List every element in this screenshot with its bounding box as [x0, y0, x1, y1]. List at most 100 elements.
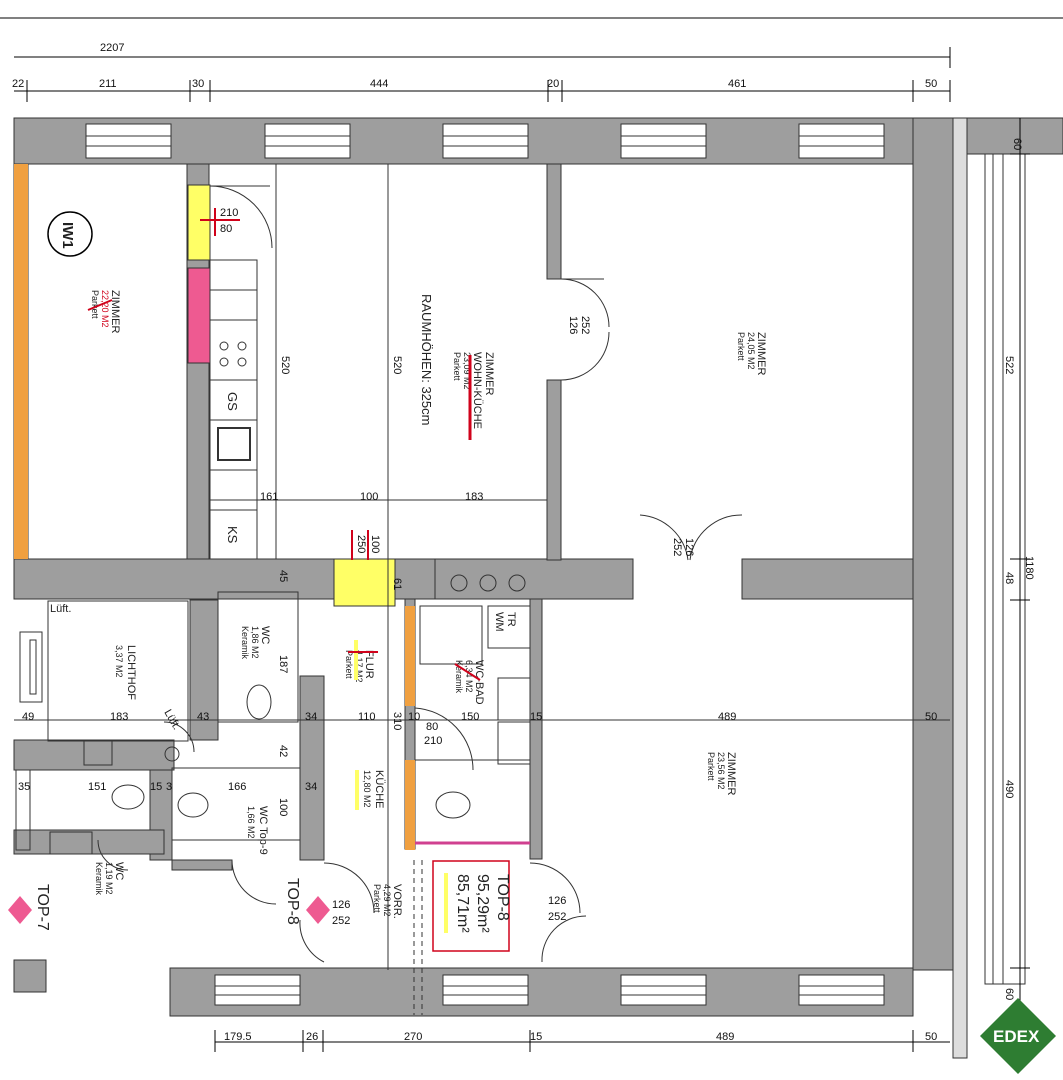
dim-bottom-1: 26	[306, 1031, 318, 1043]
flur-area: 4,17 M2	[354, 650, 364, 683]
top-dimensions: 2207 22 211 30 444 20 461 50	[12, 42, 951, 102]
pink-wall	[187, 267, 211, 364]
dim-row-5: 10	[408, 711, 420, 723]
dim-top-6: 50	[925, 78, 937, 90]
room-right-bottom-floor: Parkett	[706, 752, 716, 781]
wc1-name: WC	[259, 626, 271, 644]
dim-row-6: 80	[426, 721, 438, 733]
wc1-label: WC 1,86 M2 Keramik	[240, 626, 271, 660]
orange-wall-kitchen	[405, 760, 415, 850]
dim-right-4: 60	[1003, 988, 1015, 1000]
dim-bottom-2: 270	[404, 1031, 422, 1043]
dim-right-1: 522	[1003, 356, 1015, 374]
bad-name: WC-BAD	[473, 660, 485, 705]
room-left-area: 22,20 M2	[100, 290, 110, 328]
dim-row-10: 50	[925, 711, 937, 723]
summary-box: TOP-8 95,29m² 85,71m²	[432, 860, 511, 952]
vorraum-name: VORR.	[391, 884, 403, 919]
lichthof-label: LICHTHOF 3,37 M2	[114, 645, 137, 700]
dim-lower-2: 15	[150, 781, 162, 793]
interior-lines	[14, 164, 950, 1015]
dim-row-9: 489	[718, 711, 736, 723]
edex-logo: EDEX	[980, 998, 1056, 1074]
dim-row-7: 150	[461, 711, 479, 723]
vorraum-area: 4,29 M2	[382, 884, 392, 917]
door-small-0: 210	[220, 207, 238, 219]
dim-top-5: 461	[728, 78, 746, 90]
flur-floor: Parkett	[344, 650, 354, 679]
dim-top-2: 30	[192, 78, 204, 90]
door-4: 126	[548, 895, 566, 907]
dim-top-3: 444	[370, 78, 388, 90]
dim-bottom-3: 15	[530, 1031, 542, 1043]
dim-h-1: 520	[391, 356, 403, 374]
door-1: 252	[579, 316, 591, 334]
dim-row-4: 110	[358, 711, 376, 723]
vorraum-floor: Parkett	[372, 884, 382, 913]
summary-unit: TOP-8	[494, 874, 511, 921]
wc-lower-name: WC	[113, 862, 125, 880]
ks-label: KS	[225, 526, 240, 544]
door-0: 126	[567, 316, 579, 334]
wc1-floor: Keramik	[240, 626, 250, 660]
dim-lower-0: 35	[18, 781, 30, 793]
dim-bottom-4: 489	[716, 1031, 734, 1043]
top8-marker: TOP-8	[284, 878, 330, 925]
dim-h-0: 520	[279, 356, 291, 374]
doors	[97, 185, 743, 963]
bad-area: 6,34 M2	[464, 660, 474, 693]
iw1-marker: IW1	[47, 211, 93, 257]
tr-label: TR	[505, 612, 517, 627]
summary-area1: 95,29m²	[474, 874, 491, 933]
dim-top-total: 2207	[100, 42, 124, 54]
dim-kitchen-2: 183	[465, 491, 483, 503]
dim-h-4: 42	[277, 745, 289, 757]
lichthof-name: LICHTHOF	[125, 645, 137, 700]
wohnkueche-label: ZIMMER WOHN-KÜCHE 23,09 M2 Parkett	[452, 352, 495, 429]
dim-top-1: 211	[99, 78, 117, 90]
orange-wall-left	[14, 164, 28, 559]
right-window-strip	[984, 153, 1026, 985]
dim-h-2: 45	[277, 570, 289, 582]
bottom-windows	[214, 974, 885, 1006]
dim-h-6: 61	[391, 578, 403, 590]
dim-right-0: 60	[1011, 138, 1023, 150]
dim-right-total: 1180	[1023, 556, 1035, 580]
wm-label: WM	[493, 612, 505, 632]
room-right-bottom-label: ZIMMER 23,56 M2 Parkett	[706, 752, 737, 795]
door-9: 250	[355, 535, 367, 553]
top7-label: TOP-7	[34, 884, 51, 931]
dim-h-5: 100	[277, 798, 289, 816]
kueche-area: 12,80 M2	[362, 770, 372, 808]
dim-kitchen-1: 100	[360, 491, 378, 503]
dim-lower-5: 34	[305, 781, 317, 793]
summary-area2: 85,71m²	[454, 874, 471, 933]
iw1-label: IW1	[59, 222, 76, 249]
bad-floor: Keramik	[454, 660, 464, 694]
top7-marker: TOP-7	[8, 884, 51, 931]
dim-bottom-5: 50	[925, 1031, 937, 1043]
yellow-wall-2	[333, 558, 396, 607]
lueft-label: Lüft.	[50, 603, 71, 615]
dim-row-0: 49	[22, 711, 34, 723]
top-windows	[85, 123, 885, 159]
room-right-top-name: ZIMMER	[755, 332, 767, 375]
dim-lower-3: 3	[166, 781, 172, 793]
dim-row-2: 43	[197, 711, 209, 723]
wc-lower-label: WC 1,19 M2 Keramik	[94, 862, 125, 896]
door-6: 126	[332, 899, 350, 911]
room-left-floor: Parkett	[90, 290, 100, 319]
wohnkueche-area: 23,09 M2	[462, 352, 472, 390]
gs-label: GS	[225, 392, 240, 411]
wohnkueche-floor: Parkett	[452, 352, 462, 381]
dim-row-1: 183	[110, 711, 128, 723]
kueche-name: KÜCHE	[373, 770, 385, 809]
right-dimensions: 60 522 48 490 60 1180	[1003, 118, 1035, 1050]
door-3: 252	[671, 538, 683, 556]
room-left-label: ZIMMER 22,20 M2 Parkett	[90, 290, 121, 333]
flur-label: FLUR 4,17 M2 Parkett	[344, 650, 375, 683]
dim-h-8: 310	[391, 712, 403, 730]
dim-top-0: 22	[12, 78, 24, 90]
ceiling-note: RAUMHÖHEN: 325cm	[419, 294, 434, 425]
dim-top-4: 20	[547, 78, 559, 90]
